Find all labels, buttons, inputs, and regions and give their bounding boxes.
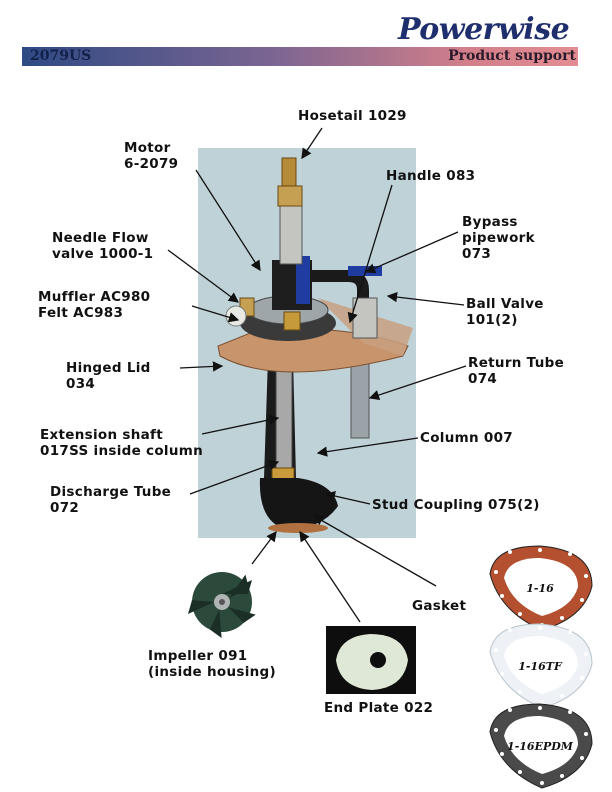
bolt-hole — [494, 728, 498, 732]
bolt-hole — [580, 598, 584, 602]
label-discharge-tube: Discharge Tube 072 — [50, 484, 172, 516]
label-ball-valve: Ball Valve 101(2) — [466, 296, 544, 328]
pump-photo — [198, 148, 416, 538]
label-handle: Handle 083 — [386, 168, 476, 184]
label-muffler: Muffler AC980 Felt AC983 — [38, 289, 151, 321]
bolt-hole — [560, 774, 564, 778]
bolt-hole — [500, 672, 504, 676]
gasket-3: 1-16EPDM — [489, 703, 593, 789]
bolt-hole — [508, 550, 512, 554]
bolt-hole — [568, 710, 572, 714]
bolt-hole — [508, 708, 512, 712]
label-hosetail: Hosetail 1029 — [298, 108, 407, 124]
bolt-hole — [538, 626, 542, 630]
section-title: Product support — [448, 48, 576, 64]
bolt-hole — [560, 694, 564, 698]
gasket-label: 1-16TF — [518, 660, 563, 673]
bolt-hole — [580, 676, 584, 680]
gasket-label: 1-16EPDM — [507, 740, 574, 753]
model-code: 2079US — [30, 48, 92, 64]
label-gasket: Gasket — [412, 598, 467, 614]
bolt-hole — [538, 706, 542, 710]
label-extension-shaft: Extension shaft 017SS inside column — [40, 427, 204, 459]
bolt-hole — [500, 752, 504, 756]
label-end-plate: End Plate 022 — [324, 700, 434, 716]
gasket-2: 1-16TF — [489, 623, 593, 709]
label-stud-coupling: Stud Coupling 075(2) — [372, 497, 540, 513]
bolt-hole — [584, 574, 588, 578]
bolt-hole — [500, 594, 504, 598]
bolt-hole — [508, 628, 512, 632]
label-impeller: Impeller 091 (inside housing) — [148, 648, 276, 680]
bolt-hole — [518, 612, 522, 616]
header-bar — [22, 47, 578, 66]
label-motor: Motor 6-2079 — [124, 140, 179, 172]
bolt-hole — [560, 616, 564, 620]
bolt-hole — [568, 552, 572, 556]
bolt-hole — [518, 770, 522, 774]
bolt-hole — [568, 630, 572, 634]
gasket-label: 1-16 — [526, 582, 554, 595]
label-bypass: Bypass pipework 073 — [462, 214, 535, 262]
bolt-hole — [494, 648, 498, 652]
bolt-hole — [580, 756, 584, 760]
bolt-hole — [518, 690, 522, 694]
label-hinged-lid: Hinged Lid 034 — [66, 360, 151, 392]
bolt-hole — [584, 732, 588, 736]
bolt-hole — [538, 548, 542, 552]
label-return-tube: Return Tube 074 — [468, 355, 565, 387]
label-needle-valve: Needle Flow valve 1000-1 — [52, 230, 154, 262]
brand-logo: Powerwise — [398, 12, 570, 47]
label-column: Column 007 — [420, 430, 513, 446]
bolt-hole — [540, 781, 544, 785]
gasket-1: 1-16 — [489, 545, 593, 631]
bolt-hole — [584, 652, 588, 656]
bolt-hole — [494, 570, 498, 574]
